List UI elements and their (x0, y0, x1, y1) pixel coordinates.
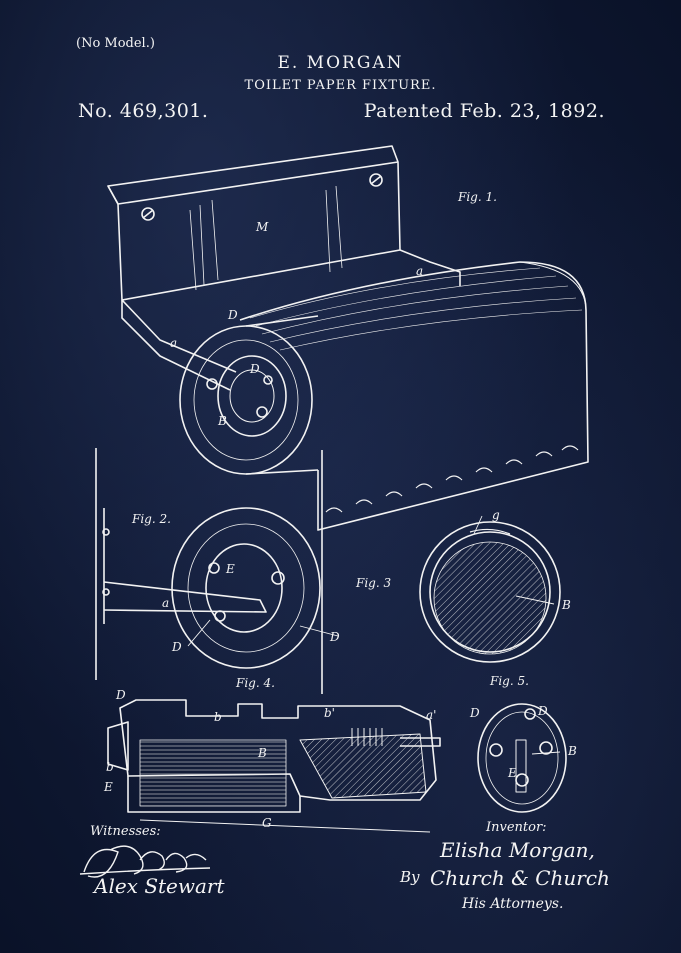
fig2-label: Fig. 2. (132, 512, 171, 526)
ref-B-fig3: B (562, 598, 571, 612)
by-label: By (400, 868, 420, 886)
ref-B-fig5: B (568, 744, 577, 758)
attorneys-signature: Church & Church (430, 866, 610, 890)
fig1-label: Fig. 1. (458, 190, 497, 204)
witnesses-label: Witnesses: (90, 824, 161, 839)
witness-signature-1 (79, 845, 211, 878)
ref-D-fig1: D (228, 308, 238, 322)
ref-D-hub: D (250, 362, 260, 376)
fig4-label: Fig. 4. (236, 676, 275, 690)
attorneys-label: His Attorneys. (462, 896, 564, 912)
ref-E-fig2: E (226, 562, 235, 576)
witness-signature-2: Alex Stewart (94, 874, 225, 898)
ref-D-fig2b: D (330, 630, 340, 644)
ref-D-fig4: D (116, 688, 126, 702)
ref-E-fig5: E (508, 766, 517, 780)
patent-number: No. 469,301. (78, 100, 209, 122)
ref-a-fig2: a (162, 596, 170, 610)
ref-a-fig1: a (170, 336, 178, 350)
fig4-section (107, 699, 441, 833)
ref-D-fig5: D (470, 706, 480, 720)
fig1-hood (239, 261, 589, 531)
ref-B-fig1: B (218, 414, 227, 428)
patent-date: Patented Feb. 23, 1892. (363, 100, 605, 122)
inventor-signature: Elisha Morgan, (440, 838, 595, 862)
ref-g: g (492, 508, 500, 522)
ref-b-fig4b: b (106, 760, 114, 774)
ref-b-prime: b' (324, 706, 335, 720)
inventor-label: Inventor: (486, 820, 547, 835)
fig3-roll-end (419, 521, 561, 663)
fig2-section (95, 448, 323, 694)
ref-b-fig4: b (214, 710, 222, 724)
ref-B-fig4: B (258, 746, 267, 760)
no-model-note: (No Model.) (76, 36, 155, 51)
ref-a-bracket: a (416, 264, 424, 278)
ref-D-fig5b: D (538, 704, 548, 718)
ref-D-fig2: D (172, 640, 182, 654)
fig3-label: Fig. 3 (356, 576, 392, 590)
fig1-bracket (107, 145, 461, 391)
fig1-roll (179, 315, 319, 475)
ref-M: M (256, 220, 269, 234)
inventor-name: E. MORGAN (277, 53, 404, 73)
ref-G: G (262, 816, 272, 830)
leader-lines (187, 515, 561, 755)
ref-a-prime: a' (426, 708, 437, 722)
invention-title: TOILET PAPER FIXTURE. (244, 78, 437, 93)
fig5-end-plate (477, 703, 567, 813)
fig5-label: Fig. 5. (490, 674, 529, 688)
ref-E-fig4: E (104, 780, 113, 794)
